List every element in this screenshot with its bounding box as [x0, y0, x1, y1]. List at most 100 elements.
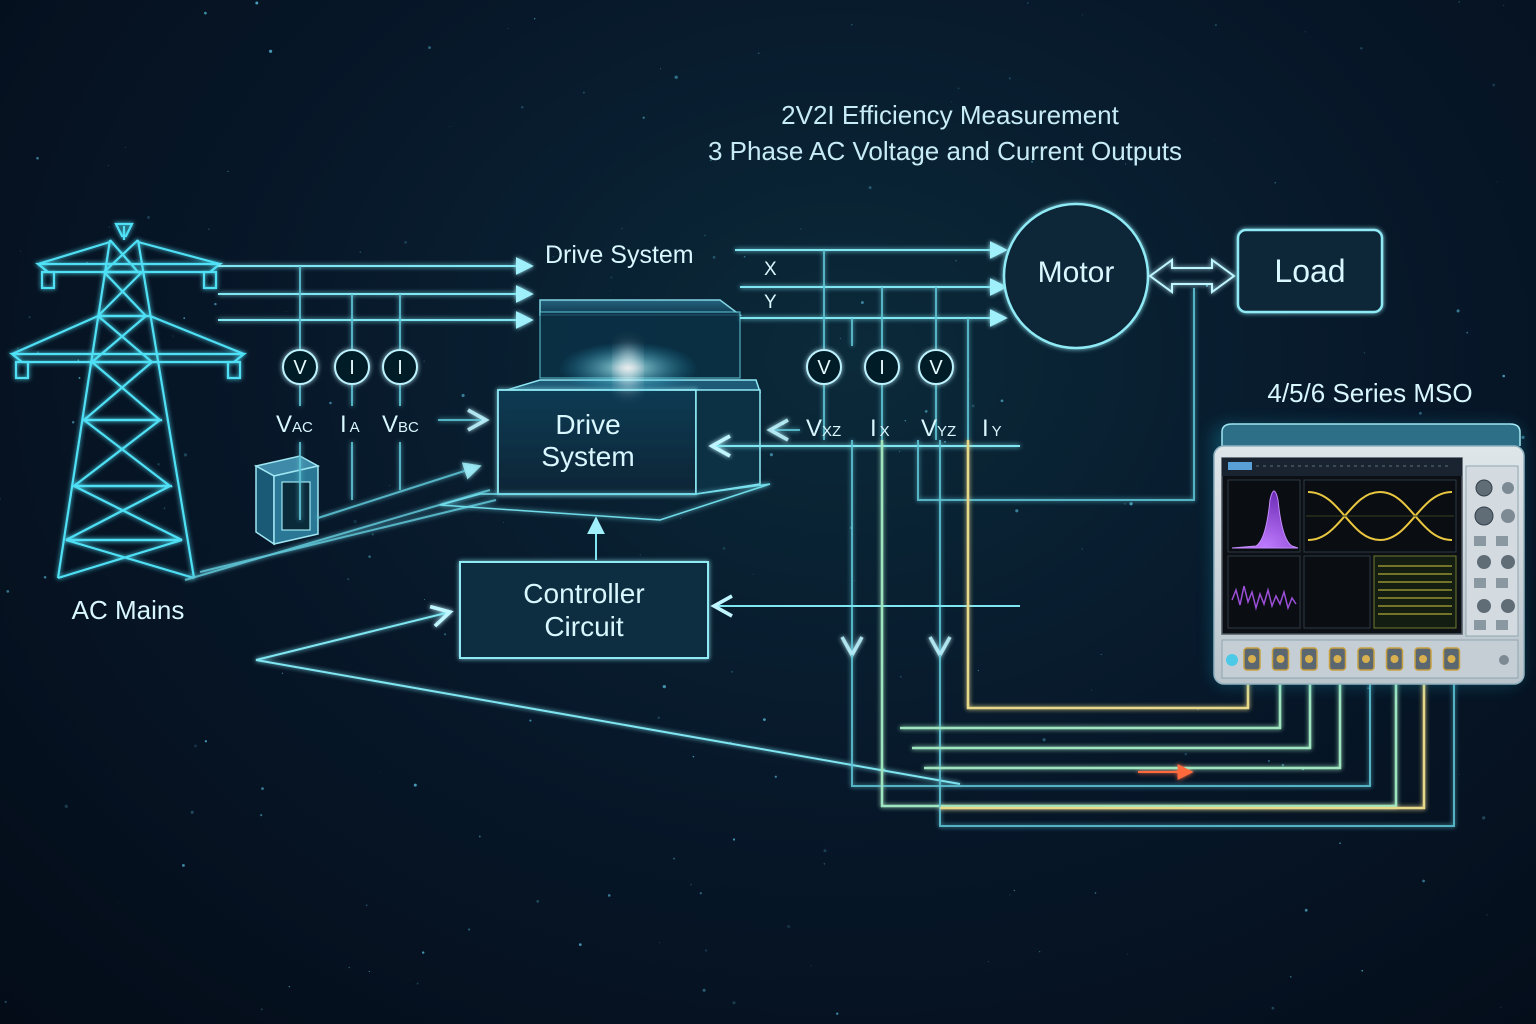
star: [1267, 759, 1270, 763]
star: [1125, 163, 1127, 165]
input-meter-2-symbol: I: [349, 357, 355, 379]
star: [1289, 975, 1292, 978]
star: [97, 363, 100, 365]
star: [409, 979, 411, 980]
star: [913, 145, 917, 149]
star: [924, 410, 928, 413]
star: [709, 159, 712, 162]
star: [552, 255, 555, 258]
title-line-1: 2V2I Efficiency Measurement: [781, 100, 1119, 130]
star: [348, 966, 351, 969]
output-voltage-meter-1: V: [806, 349, 842, 385]
motor-node: [1002, 202, 1150, 350]
star: [692, 755, 695, 758]
star: [758, 52, 760, 54]
star: [673, 857, 676, 860]
star: [1486, 914, 1488, 916]
star: [868, 186, 872, 190]
star: [1042, 738, 1046, 742]
star: [1521, 435, 1525, 440]
star: [899, 675, 902, 678]
star: [899, 451, 901, 453]
star: [1274, 181, 1276, 184]
phase-label-y: Y: [764, 292, 777, 313]
star: [610, 290, 611, 291]
star: [732, 838, 736, 841]
star: [428, 46, 431, 49]
drive-system-block: [439, 299, 771, 521]
scope-channel-pin: [1447, 655, 1456, 663]
star: [529, 719, 532, 722]
star: [731, 670, 734, 673]
star: [951, 145, 952, 147]
star: [1271, 1006, 1275, 1010]
star: [1008, 77, 1011, 80]
controller-node: [255, 516, 1020, 785]
scope-channels: [1243, 647, 1461, 671]
output-meters: V I V: [806, 349, 954, 385]
signal-label-vbc: VBC: [382, 411, 419, 438]
mso-label: 4/5/6 Series MSO: [1267, 378, 1472, 408]
star: [1205, 284, 1209, 287]
scope-channel-pin: [1390, 655, 1399, 663]
star: [704, 949, 708, 952]
star: [1126, 953, 1128, 955]
star: [657, 716, 661, 720]
star: [368, 555, 371, 558]
output-meter-3-symbol: V: [929, 357, 943, 379]
star: [1004, 7, 1006, 9]
star: [78, 376, 81, 379]
star: [1000, 399, 1004, 403]
star: [1214, 24, 1217, 27]
star: [329, 401, 332, 405]
star: [1466, 331, 1469, 334]
star: [260, 1008, 263, 1011]
star: [261, 787, 264, 790]
output-meter-1-symbol: V: [817, 357, 831, 379]
star: [507, 27, 509, 29]
drive-system-label-line2: System: [541, 441, 634, 472]
oscilloscope-icon: [1212, 423, 1525, 686]
star: [944, 440, 946, 443]
star: [582, 91, 585, 94]
star: [1482, 816, 1486, 820]
star: [1502, 374, 1506, 378]
star: [365, 904, 368, 907]
star: [404, 241, 407, 244]
star: [699, 892, 702, 895]
star: [268, 49, 273, 53]
star: [118, 901, 119, 903]
star: [1456, 309, 1460, 313]
star: [36, 156, 39, 160]
star: [371, 533, 374, 536]
probe-cables: [851, 440, 1455, 827]
star: [1009, 894, 1011, 896]
star: [690, 883, 693, 886]
star: [722, 547, 726, 550]
controller-label-line1: Controller: [523, 578, 644, 609]
input-current-meter-b: I: [382, 349, 418, 385]
star: [836, 1012, 839, 1015]
star: [359, 251, 362, 254]
star: [1492, 83, 1496, 87]
star: [1496, 181, 1498, 183]
star: [207, 228, 210, 231]
star: [1232, 421, 1234, 423]
star: [659, 942, 661, 944]
scope-channel-pin: [1305, 655, 1313, 663]
star: [449, 126, 451, 128]
star: [183, 453, 188, 457]
star: [787, 924, 791, 929]
load-node: [1236, 228, 1384, 314]
star: [1422, 879, 1425, 883]
star: [108, 226, 110, 228]
input-voltage-meter: V: [282, 349, 318, 385]
star: [520, 106, 524, 109]
signal-label-vyz: VYZ: [921, 415, 956, 442]
star: [674, 75, 678, 79]
star: [752, 573, 754, 575]
star: [172, 335, 174, 337]
input-meter-3-symbol: I: [397, 357, 403, 379]
